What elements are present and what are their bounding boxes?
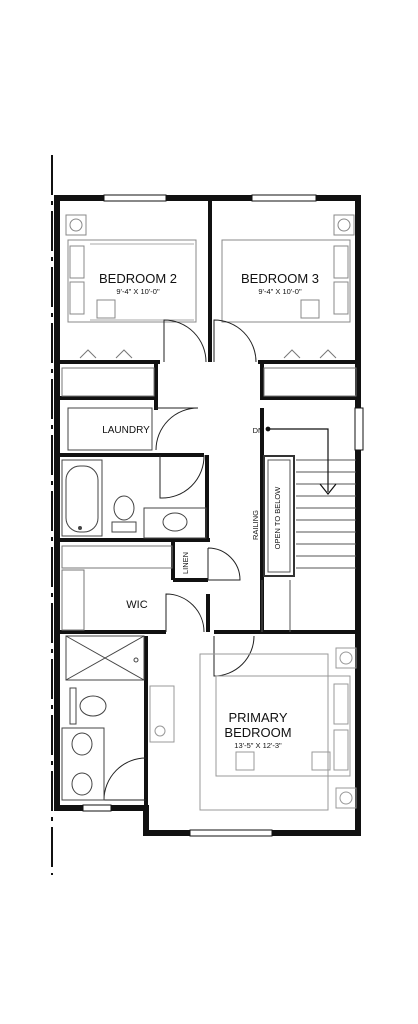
bedroom-3-furniture <box>221 214 355 323</box>
bedroom-3-dims: 9'-4" X 10'-0" <box>258 287 302 296</box>
linen-label: LINEN <box>181 552 190 574</box>
primary-bedroom-label-line1: PRIMARY <box>229 710 288 725</box>
main-bath-fixtures <box>61 459 207 539</box>
interior-walls <box>60 200 356 805</box>
laundry-label: LAUNDRY <box>102 425 150 436</box>
bedroom-3-label: BEDROOM 3 <box>241 271 319 286</box>
open-to-below-label: OPEN TO BELOW <box>273 486 282 550</box>
ensuite-fixtures <box>61 635 145 801</box>
primary-bedroom-label-line2: BEDROOM <box>224 725 291 740</box>
bedroom-2-label: BEDROOM 2 <box>99 271 177 286</box>
stairs <box>261 455 356 632</box>
bedroom-2-dims: 9'-4" X 10'-0" <box>116 287 160 296</box>
windows <box>82 194 364 837</box>
exterior-walls <box>54 195 361 836</box>
dn-label: DN <box>253 426 264 435</box>
bedroom-3-closet <box>263 349 357 397</box>
wic-label: WIC <box>126 599 147 611</box>
wic-shelving <box>61 545 173 631</box>
bedroom-2-furniture <box>65 214 197 323</box>
primary-bedroom-dims: 13'-5" X 12'-3" <box>234 741 282 750</box>
stair-direction-arrow <box>265 426 337 495</box>
bedroom-2-closet <box>61 349 155 397</box>
laundry-appliances <box>67 407 153 451</box>
railing-label: RAILING <box>251 510 260 540</box>
primary-bedroom-furniture <box>149 647 357 811</box>
